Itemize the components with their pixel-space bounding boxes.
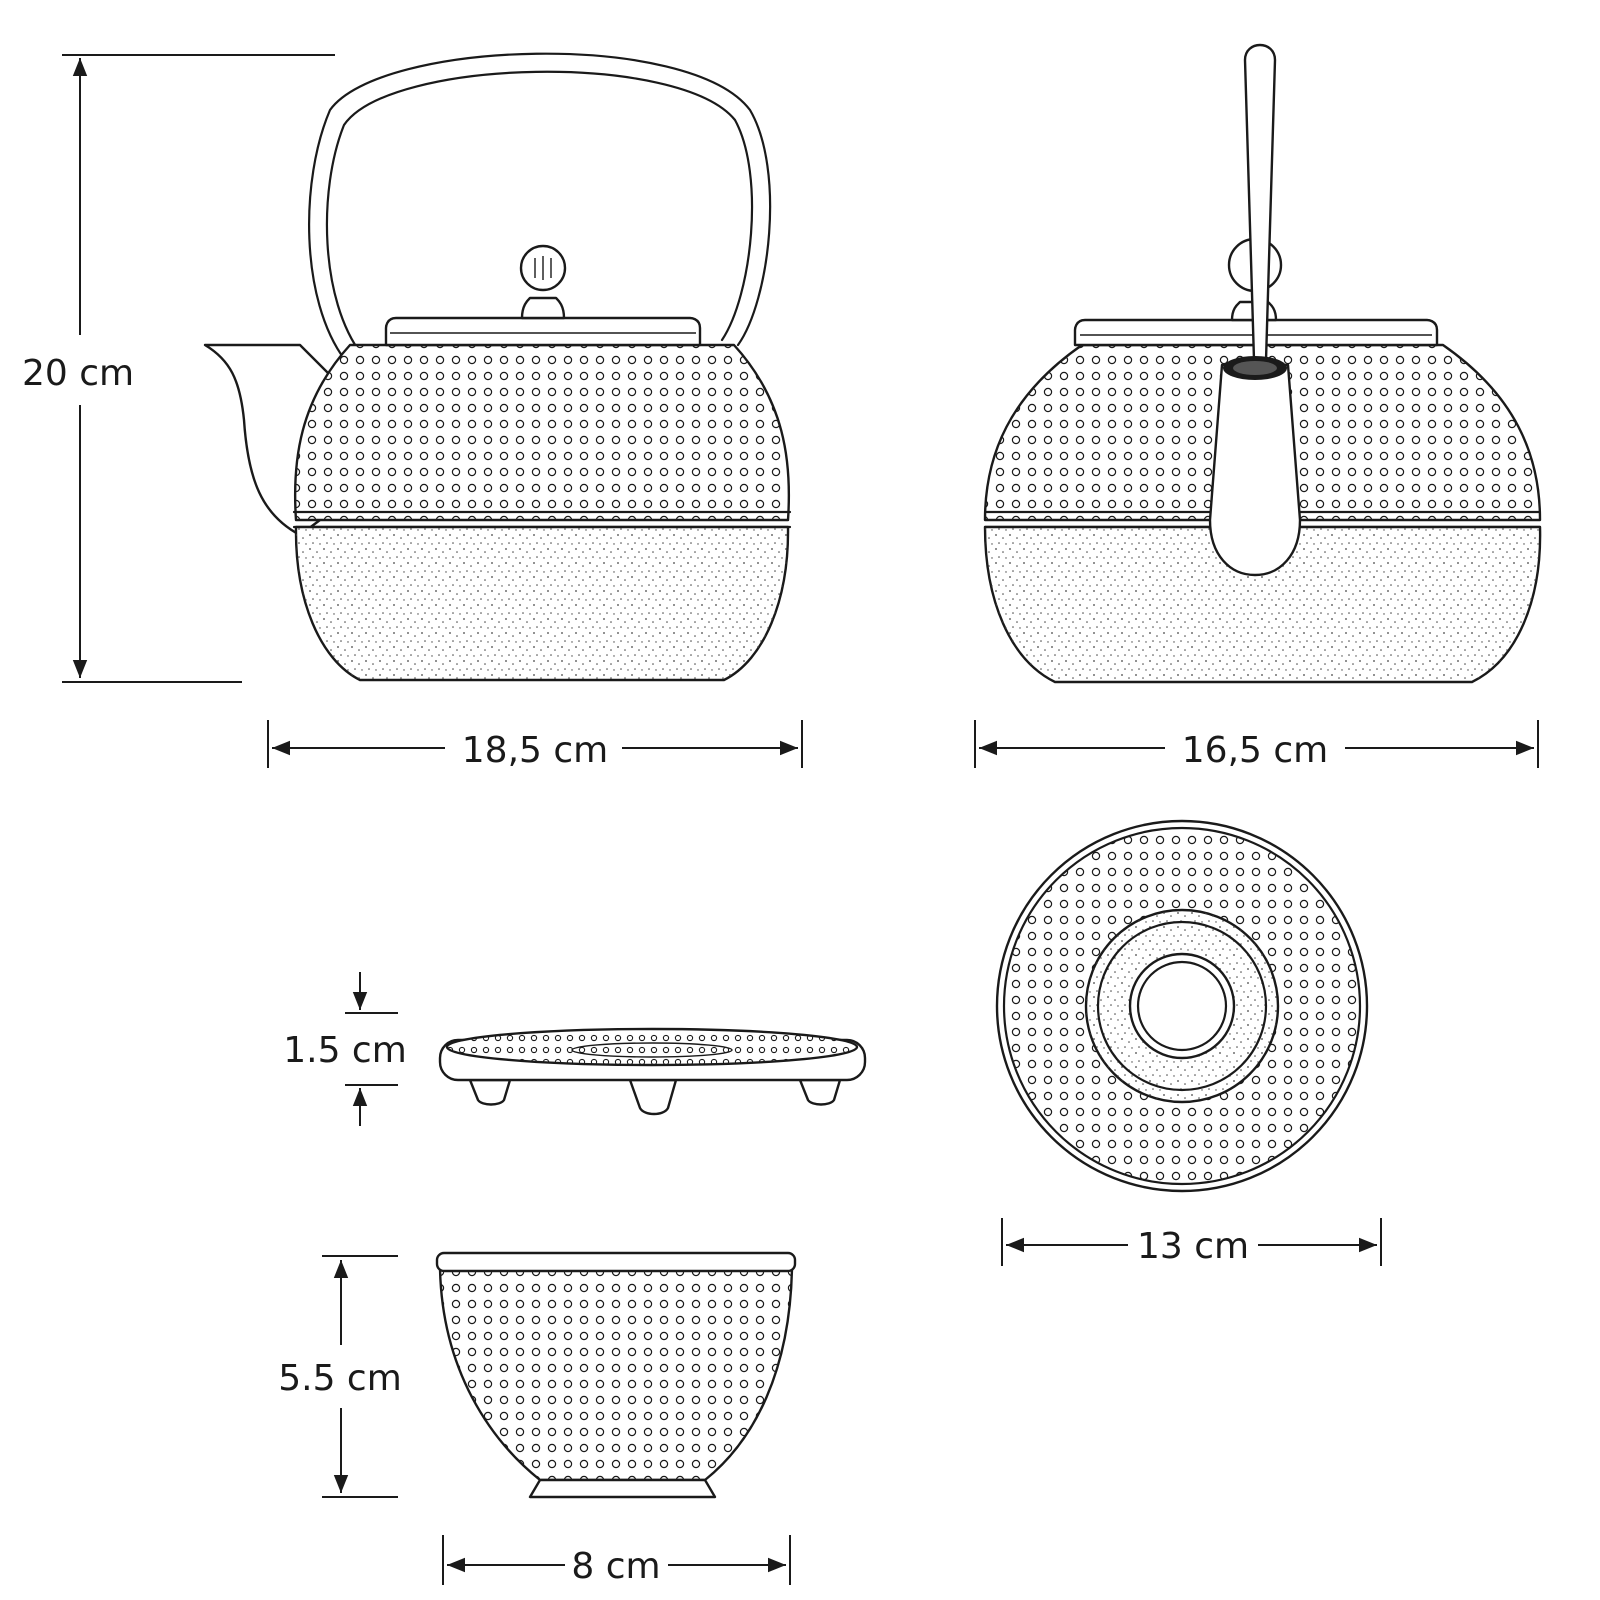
dim-cup-height: 5.5 cm bbox=[278, 1255, 402, 1498]
teapot-lid bbox=[384, 316, 702, 347]
dim-teapot-width-front: 16,5 cm bbox=[974, 720, 1539, 771]
label-trivet-diameter: 13 cm bbox=[1137, 1226, 1249, 1267]
dim-trivet-diameter: 13 cm bbox=[1001, 1218, 1382, 1267]
label-teapot-height: 20 cm bbox=[22, 353, 134, 394]
label-cup-height: 5.5 cm bbox=[278, 1358, 402, 1399]
trivet-top-view bbox=[995, 819, 1369, 1193]
trivet-side-view bbox=[438, 1027, 867, 1116]
dim-teapot-height: 20 cm bbox=[22, 54, 335, 683]
label-trivet-height: 1.5 cm bbox=[283, 1030, 407, 1071]
dim-trivet-height: 1.5 cm bbox=[283, 972, 407, 1126]
teapot-handle bbox=[308, 52, 772, 362]
teapot-front-view bbox=[983, 43, 1542, 684]
teapot-front-handle bbox=[1243, 43, 1277, 362]
cup-rim bbox=[435, 1251, 797, 1273]
label-teapot-width-side: 18,5 cm bbox=[462, 730, 608, 771]
label-teapot-width-front: 16,5 cm bbox=[1182, 730, 1328, 771]
teapot-side-view bbox=[203, 52, 792, 682]
label-cup-diameter: 8 cm bbox=[571, 1546, 660, 1587]
teapot-front-spout bbox=[1208, 363, 1302, 577]
dim-cup-diameter: 8 cm bbox=[442, 1535, 791, 1587]
trivet-center-hole bbox=[1128, 952, 1236, 1060]
cup-side-view bbox=[435, 1251, 797, 1499]
dim-teapot-width-side: 18,5 cm bbox=[267, 720, 803, 771]
